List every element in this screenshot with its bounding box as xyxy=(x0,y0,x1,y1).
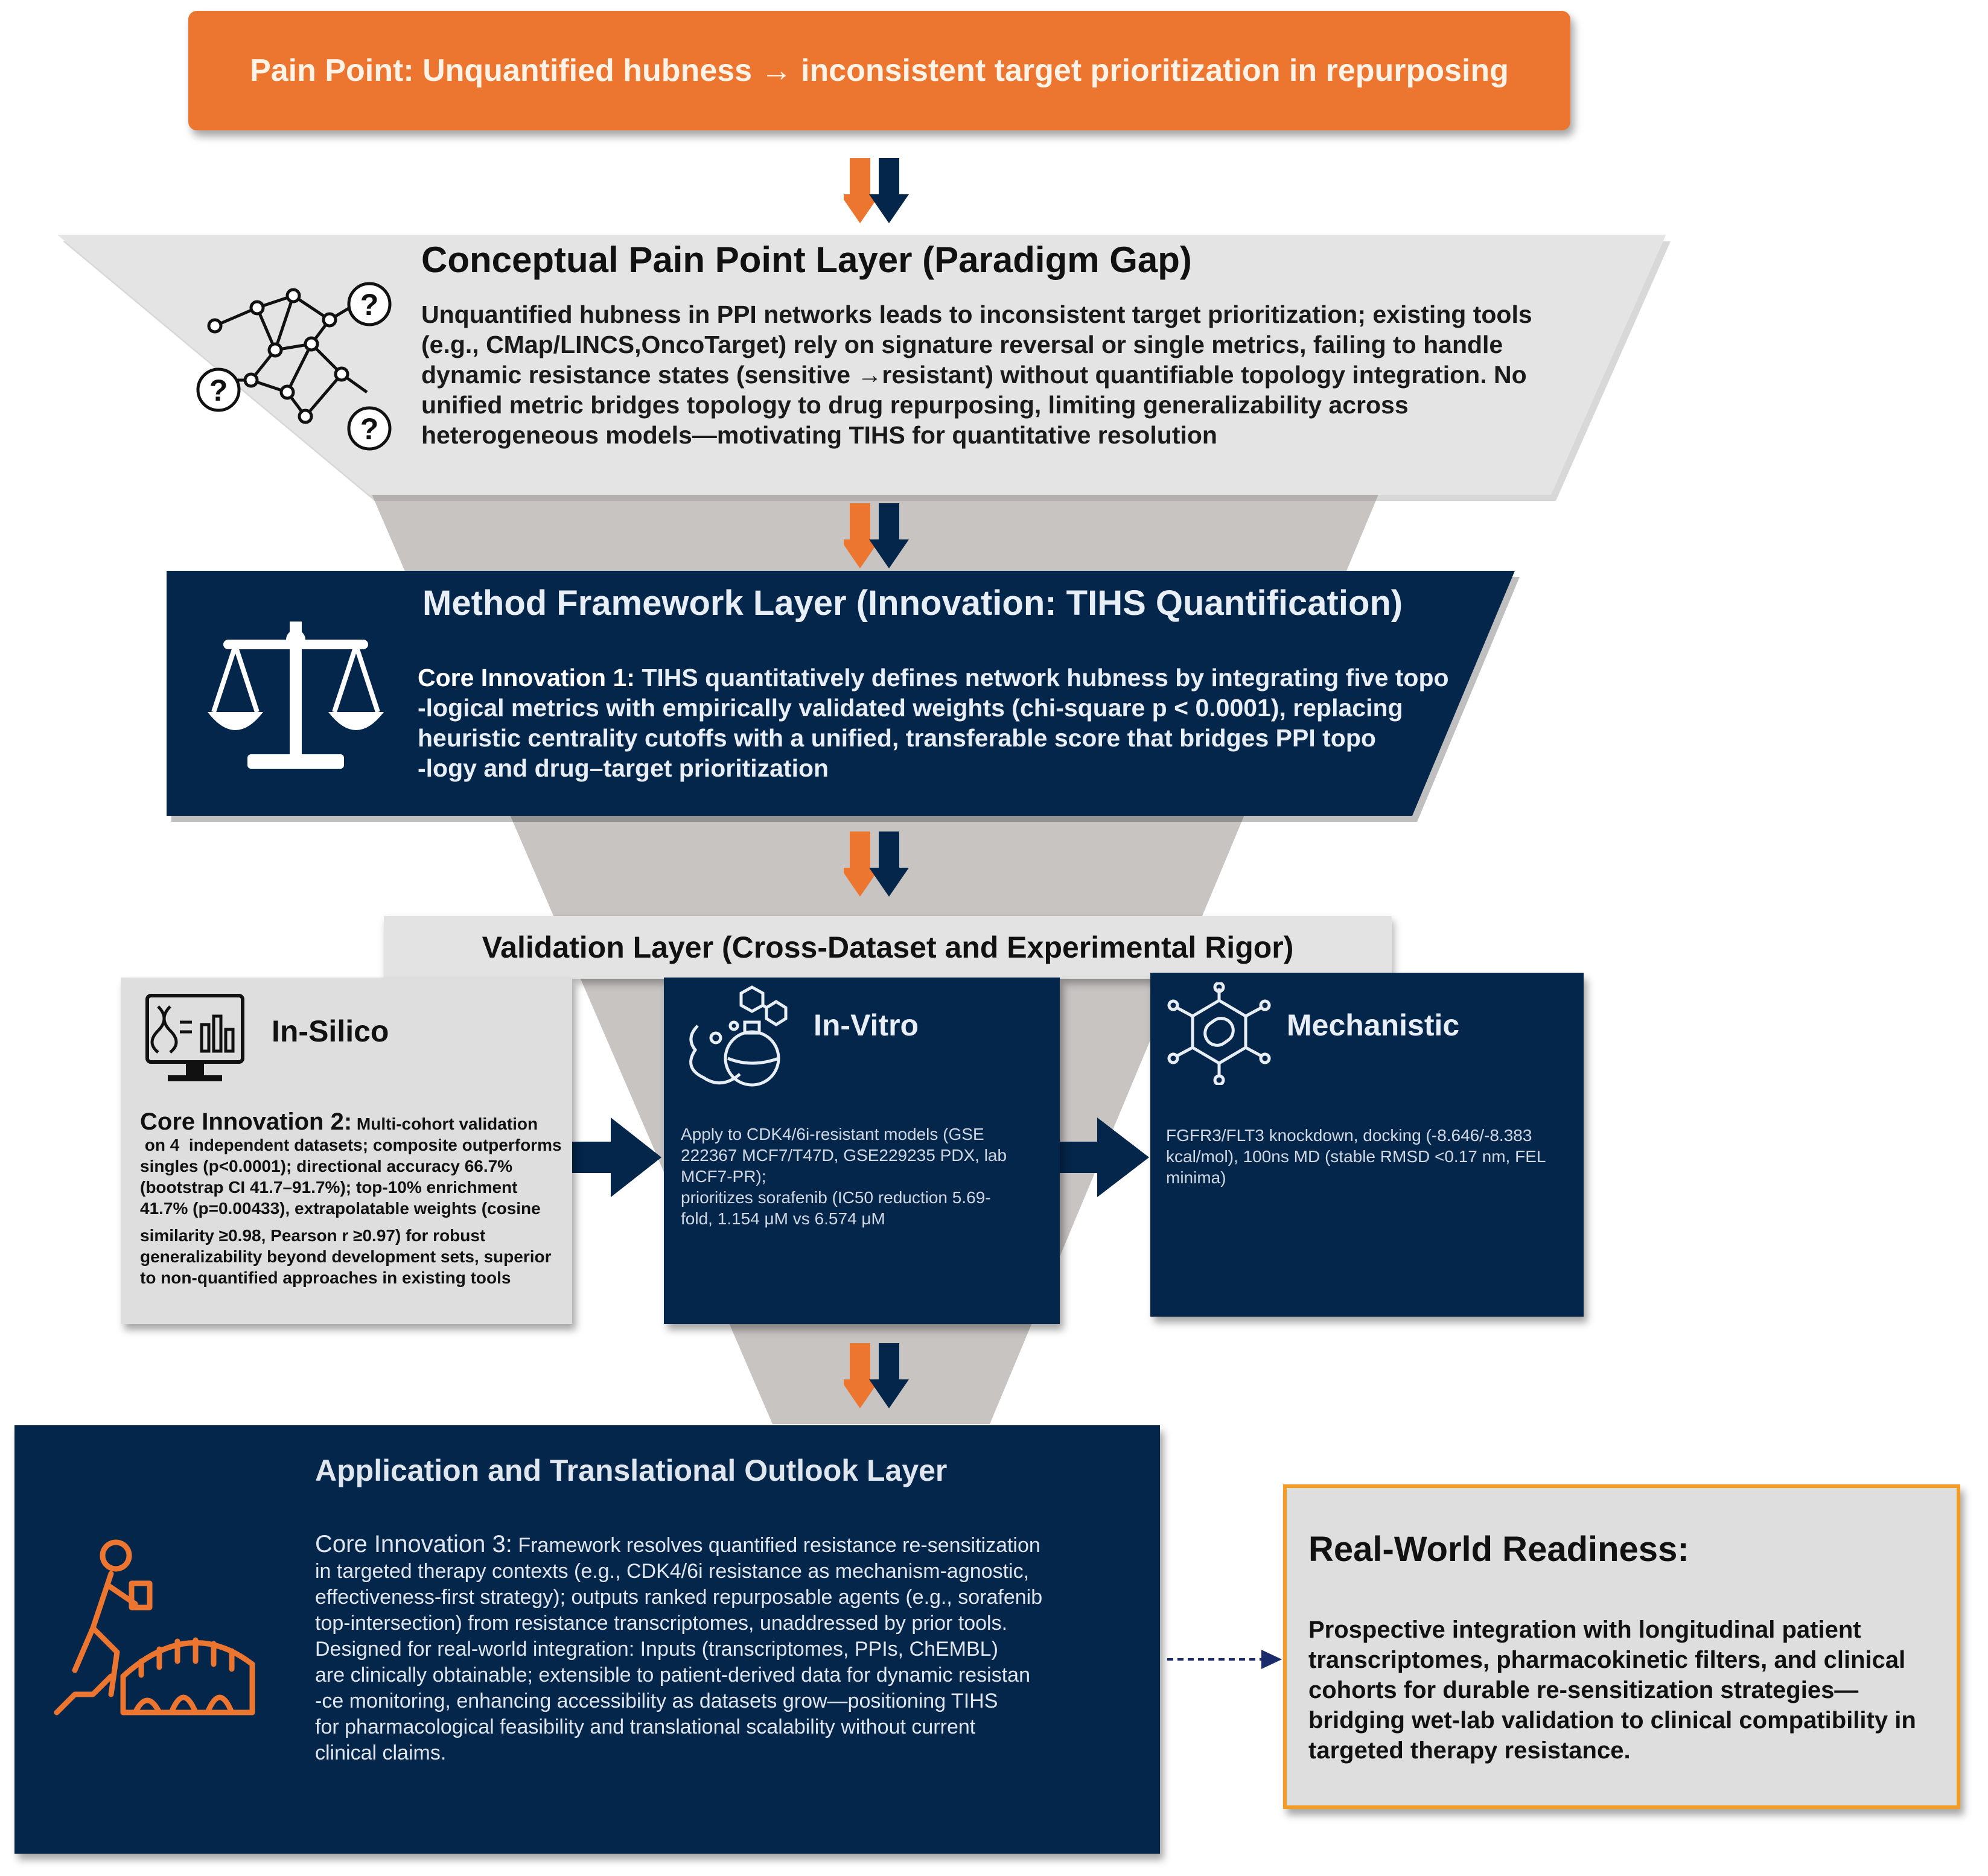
mechanistic-text: FGFR3/FLT3 knockdown, docking (-8.646/-8… xyxy=(1166,1125,1576,1188)
method-line-1: TIHS quantitatively defines network hubn… xyxy=(642,664,1449,692)
insilico-line-2: on 4 independent datasets; composite out… xyxy=(140,1136,562,1154)
network-question-icon: ? ? ? xyxy=(196,282,392,451)
down-arrow-1 xyxy=(844,158,909,223)
application-line-8: for pharmacological feasibility and tran… xyxy=(315,1715,976,1738)
conceptual-body: Unquantified hubness in PPI networks lea… xyxy=(421,300,1532,449)
application-line-2: in targeted therapy contexts (e.g., CDK4… xyxy=(315,1560,1030,1583)
question-mark-2: ? xyxy=(209,374,228,407)
application-body: Core Innovation 3: Framework resolves qu… xyxy=(315,1531,1118,1766)
insilico-line-5: 41.7% (p=0.00433), extrapolatable weight… xyxy=(140,1199,541,1218)
method-line-2: -logical metrics with empirically valida… xyxy=(418,694,1403,722)
conceptual-title: Conceptual Pain Point Layer (Paradigm Ga… xyxy=(421,240,1192,280)
real-world-title: Real-World Readiness: xyxy=(1308,1530,1689,1569)
climber-bridge-icon xyxy=(54,1539,255,1715)
method-lead: Core Innovation 1: xyxy=(418,664,635,692)
insilico-box: In-Silico Core Innovation 2: Multi-cohor… xyxy=(121,978,572,1324)
application-panel: Application and Translational Outlook La… xyxy=(14,1425,1160,1854)
down-arrow-4 xyxy=(844,1343,909,1408)
down-arrow-2 xyxy=(844,503,909,568)
method-title: Method Framework Layer (Innovation: TIHS… xyxy=(422,583,1403,623)
mechanistic-line-3: minima) xyxy=(1166,1168,1226,1187)
mechanistic-line-1: FGFR3/FLT3 knockdown, docking (-8.646/-8… xyxy=(1166,1126,1532,1145)
flask-molecule-icon xyxy=(689,985,788,1087)
application-line-1: Framework resolves quantified resistance… xyxy=(512,1534,1040,1557)
invitro-line-5: fold, 1.154 μM vs 6.574 μM xyxy=(681,1209,885,1228)
application-line-5: Designed for real-world integration: Inp… xyxy=(315,1638,998,1661)
invitro-text: Apply to CDK4/6i-resistant models (GSE 2… xyxy=(681,1124,1055,1229)
validation-title: Validation Layer (Cross-Dataset and Expe… xyxy=(482,930,1294,964)
insilico-text: Core Innovation 2: Multi-cohort validati… xyxy=(140,1108,562,1288)
mechanistic-title: Mechanistic xyxy=(1287,1008,1460,1042)
application-line-9: clinical claims. xyxy=(315,1741,447,1764)
dashed-connector-head xyxy=(1261,1650,1282,1669)
insilico-lead: Core Innovation 2: xyxy=(140,1108,352,1135)
real-world-box: Real-World Readiness: Prospective integr… xyxy=(1283,1484,1960,1809)
arrow-invitro-to-mech xyxy=(1060,1118,1149,1197)
arrow-insilico-to-invitro xyxy=(572,1118,661,1197)
method-line-3: heuristic centrality cutoffs with a unif… xyxy=(418,724,1376,752)
computer-dna-chart-icon xyxy=(145,994,244,1081)
method-line-4: -logy and drug–target prioritization xyxy=(418,754,829,782)
validation-header: Validation Layer (Cross-Dataset and Expe… xyxy=(384,916,1392,979)
application-line-4: top-intersection) from resistance transc… xyxy=(315,1612,1008,1635)
invitro-line-3: MCF7-PR); xyxy=(681,1167,766,1186)
pain-point-text: Pain Point: Unquantified hubness → incon… xyxy=(250,53,1509,88)
conceptual-trapezoid-face xyxy=(58,235,1666,495)
real-world-body: Prospective integration with longitudina… xyxy=(1308,1617,1916,1764)
insilico-title: In-Silico xyxy=(272,1014,389,1048)
mechanistic-box: Mechanistic FGFR3/FLT3 knockdown, dockin… xyxy=(1150,973,1584,1317)
invitro-line-1: Apply to CDK4/6i-resistant models (GSE xyxy=(681,1125,984,1143)
insilico-line-4: (bootstrap CI 41.7–91.7%); top-10% enric… xyxy=(140,1178,518,1197)
method-panel xyxy=(167,571,1515,816)
mechanistic-line-2: kcal/mol), 100ns MD (stable RMSD <0.17 n… xyxy=(1166,1147,1546,1166)
question-mark-1: ? xyxy=(360,288,379,322)
application-line-7: -ce monitoring, enhancing accessibility … xyxy=(315,1690,998,1712)
application-line-6: are clinically obtainable; extensible to… xyxy=(315,1664,1030,1687)
invitro-box: In-Vitro Apply to CDK4/6i-resistant mode… xyxy=(664,978,1060,1324)
molecule-capsule-icon xyxy=(1167,982,1271,1085)
pain-point-banner: Pain Point: Unquantified hubness → incon… xyxy=(188,11,1570,130)
insilico-line-6: similarity ≥0.98, Pearson r ≥0.97) for r… xyxy=(140,1226,486,1245)
invitro-line-2: 222367 MCF7/T47D, GSE229235 PDX, lab xyxy=(681,1146,1007,1165)
insilico-line-3: singles (p<0.0001); directional accuracy… xyxy=(140,1157,513,1175)
question-mark-3: ? xyxy=(360,412,379,446)
insilico-line-1: Multi-cohort validation xyxy=(356,1114,538,1133)
down-arrow-3 xyxy=(844,831,909,897)
application-lead: Core Innovation 3: xyxy=(315,1531,512,1557)
invitro-title: In-Vitro xyxy=(814,1008,919,1042)
insilico-line-8: to non-quantified approaches in existing… xyxy=(140,1268,511,1287)
application-line-3: effectiveness-first strategy); outputs r… xyxy=(315,1586,1043,1609)
method-body: Core Innovation 1: TIHS quantitatively d… xyxy=(418,663,1456,783)
invitro-line-4: prioritizes sorafenib (IC50 reduction 5.… xyxy=(681,1188,991,1207)
application-title: Application and Translational Outlook La… xyxy=(315,1454,948,1487)
insilico-line-7: generalizability beyond development sets… xyxy=(140,1247,552,1266)
scales-icon xyxy=(208,622,384,769)
